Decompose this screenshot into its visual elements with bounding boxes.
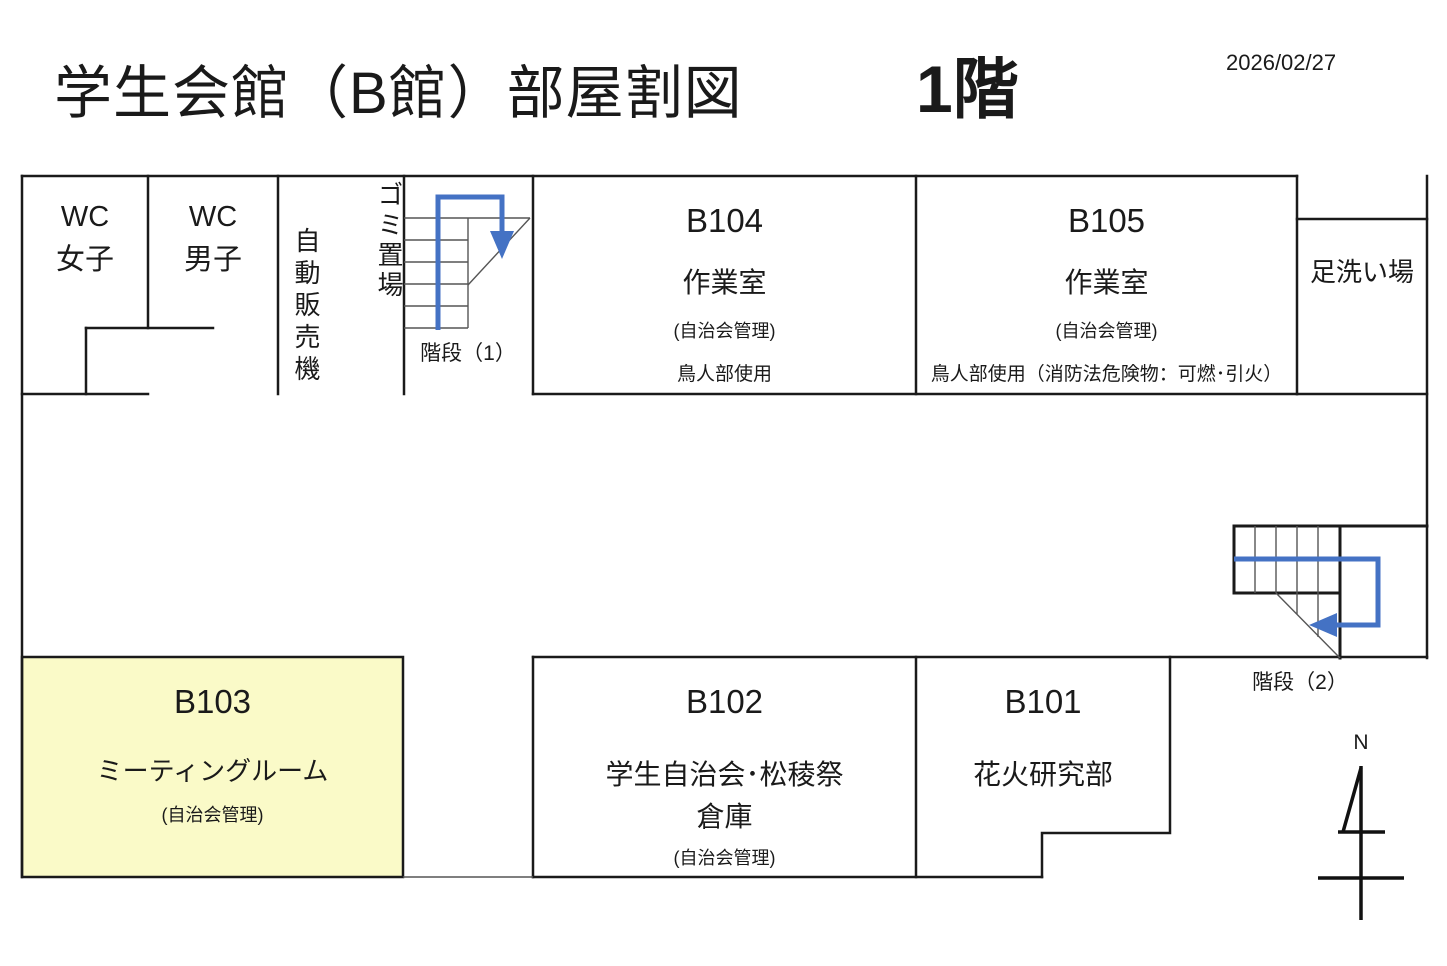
- room-b104-name: 作業室: [682, 267, 767, 298]
- room-b103-highlight: [20, 655, 405, 879]
- room-wc-women-line2: 女子: [55, 244, 114, 276]
- room-b102-name-line2: 倉庫: [696, 801, 753, 832]
- room-b104-admin: (自治会管理): [673, 321, 776, 341]
- building-walls: [20, 174, 1429, 879]
- room-b103-code: B103: [173, 683, 252, 720]
- room-b102-code: B102: [685, 683, 764, 720]
- page-title: 学生会館（B館）部屋割図: [54, 61, 743, 126]
- north-label: N: [1353, 731, 1369, 754]
- date-label: 2026/02/27: [1226, 50, 1337, 75]
- room-wc-men-line2: 男子: [183, 244, 242, 276]
- room-b103-admin: (自治会管理): [161, 805, 264, 825]
- stairs-1-label: 階段（1）: [420, 342, 516, 365]
- stairs-2-direction-arrow: [1234, 556, 1381, 637]
- room-b104-usage: 鳥人部使用: [676, 364, 772, 385]
- foot-wash-label: 足洗い場: [1309, 257, 1414, 287]
- room-b101-code: B101: [1004, 683, 1082, 720]
- room-wc-men-line1: WC: [188, 201, 238, 233]
- room-wc-women-line1: WC: [60, 201, 110, 233]
- room-b105-name: 作業室: [1064, 267, 1149, 298]
- floor-label: 1階: [916, 52, 1019, 126]
- room-b101-name: 花火研究部: [972, 759, 1113, 790]
- garbage-area-label: ゴミ置場: [374, 181, 404, 301]
- room-b105-code: B105: [1067, 202, 1146, 239]
- room-b105-admin: (自治会管理): [1055, 321, 1158, 341]
- north-arrow-icon: [1318, 766, 1404, 920]
- room-b102-admin: (自治会管理): [673, 848, 776, 868]
- stairs-1-direction-arrow: [435, 194, 514, 330]
- stairs-2-diagram: [1232, 524, 1429, 660]
- room-wc-women: WC 女子: [22, 196, 148, 282]
- vending-machine-label: 自動販売機: [291, 227, 321, 387]
- room-b102-name-line1: 学生自治会･松稜祭: [605, 759, 844, 790]
- room-b103-name: ミーティングルーム: [96, 756, 329, 786]
- stairs-2-label: 階段（2）: [1252, 671, 1348, 694]
- room-b105-usage: 鳥人部使用（消防法危険物：可燃･引火）: [930, 364, 1283, 385]
- room-wc-men: WC 男子: [148, 196, 278, 282]
- room-b104-code: B104: [685, 202, 764, 239]
- stairs-1-diagram: [404, 194, 531, 330]
